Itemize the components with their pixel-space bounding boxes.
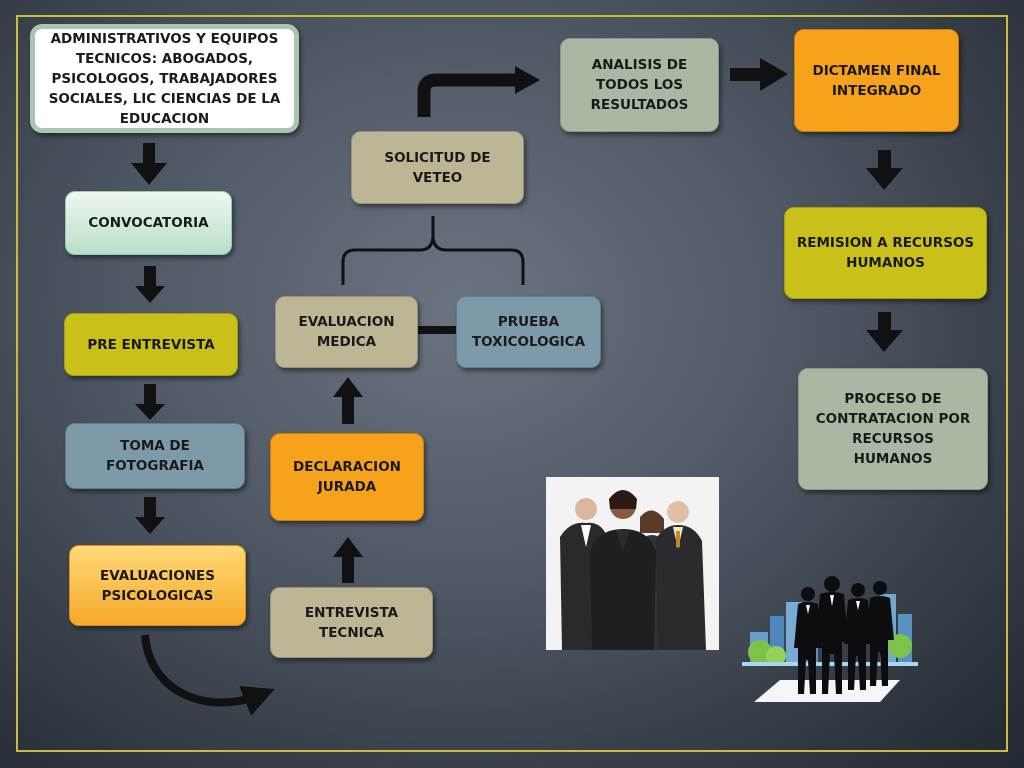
arrow-veteo-analisis [417, 73, 515, 117]
box-prueba-toxicologica: PRUEBA TOXICOLOGICA [456, 296, 601, 368]
box-evaluaciones-psicologicas: EVALUACIONES PSICOLOGICAS [69, 545, 246, 626]
box-pre-entrevista: PRE ENTREVISTA [64, 313, 238, 376]
arrow-down-dictamen-remision [866, 150, 903, 190]
box-dictamen-final: DICTAMEN FINAL INTEGRADO [794, 29, 959, 132]
business-silhouettes [742, 576, 918, 702]
box-analisis-resultados: ANALISIS DE TODOS LOS RESULTADOS [560, 38, 719, 132]
arrow-up-entrevista-declaracion [333, 537, 363, 583]
box-proceso-contratacion: PROCESO DE CONTRATACION POR RECURSOS HUM… [798, 368, 988, 490]
box-solicitud-veteo: SOLICITUD DE VETEO [351, 131, 524, 204]
box-evaluacion-medica: EVALUACION MEDICA [275, 296, 418, 368]
box-declaracion-jurada: DECLARACION JURADA [270, 433, 424, 521]
arrow-down-remision-proceso [866, 312, 903, 352]
team-photo [546, 477, 719, 650]
connector-medica-prueba [418, 326, 456, 334]
box-remision-rrhh: REMISION A RECURSOS HUMANOS [784, 207, 987, 299]
arrow-down-staff-convocatoria [131, 143, 167, 185]
box-toma-fotografia: TOMA DE FOTOGRAFIA [65, 423, 245, 489]
box-staff: ADMINISTRATIVOS Y EQUIPOS TECNICOS: ABOG… [30, 24, 299, 133]
arrow-curve-evaluaciones-entrevista [141, 634, 275, 716]
arrow-right-analisis-dictamen [730, 58, 788, 91]
brace-tests-veteo [341, 216, 525, 285]
arrow-up-declaracion-medica [333, 377, 363, 424]
box-convocatoria: CONVOCATORIA [65, 191, 232, 255]
arrow-down-convocatoria-pre [135, 266, 165, 303]
arrow-down-toma-evaluaciones [135, 497, 165, 534]
arrow-down-pre-toma [135, 384, 165, 420]
box-entrevista-tecnica: ENTREVISTA TECNICA [270, 587, 433, 658]
